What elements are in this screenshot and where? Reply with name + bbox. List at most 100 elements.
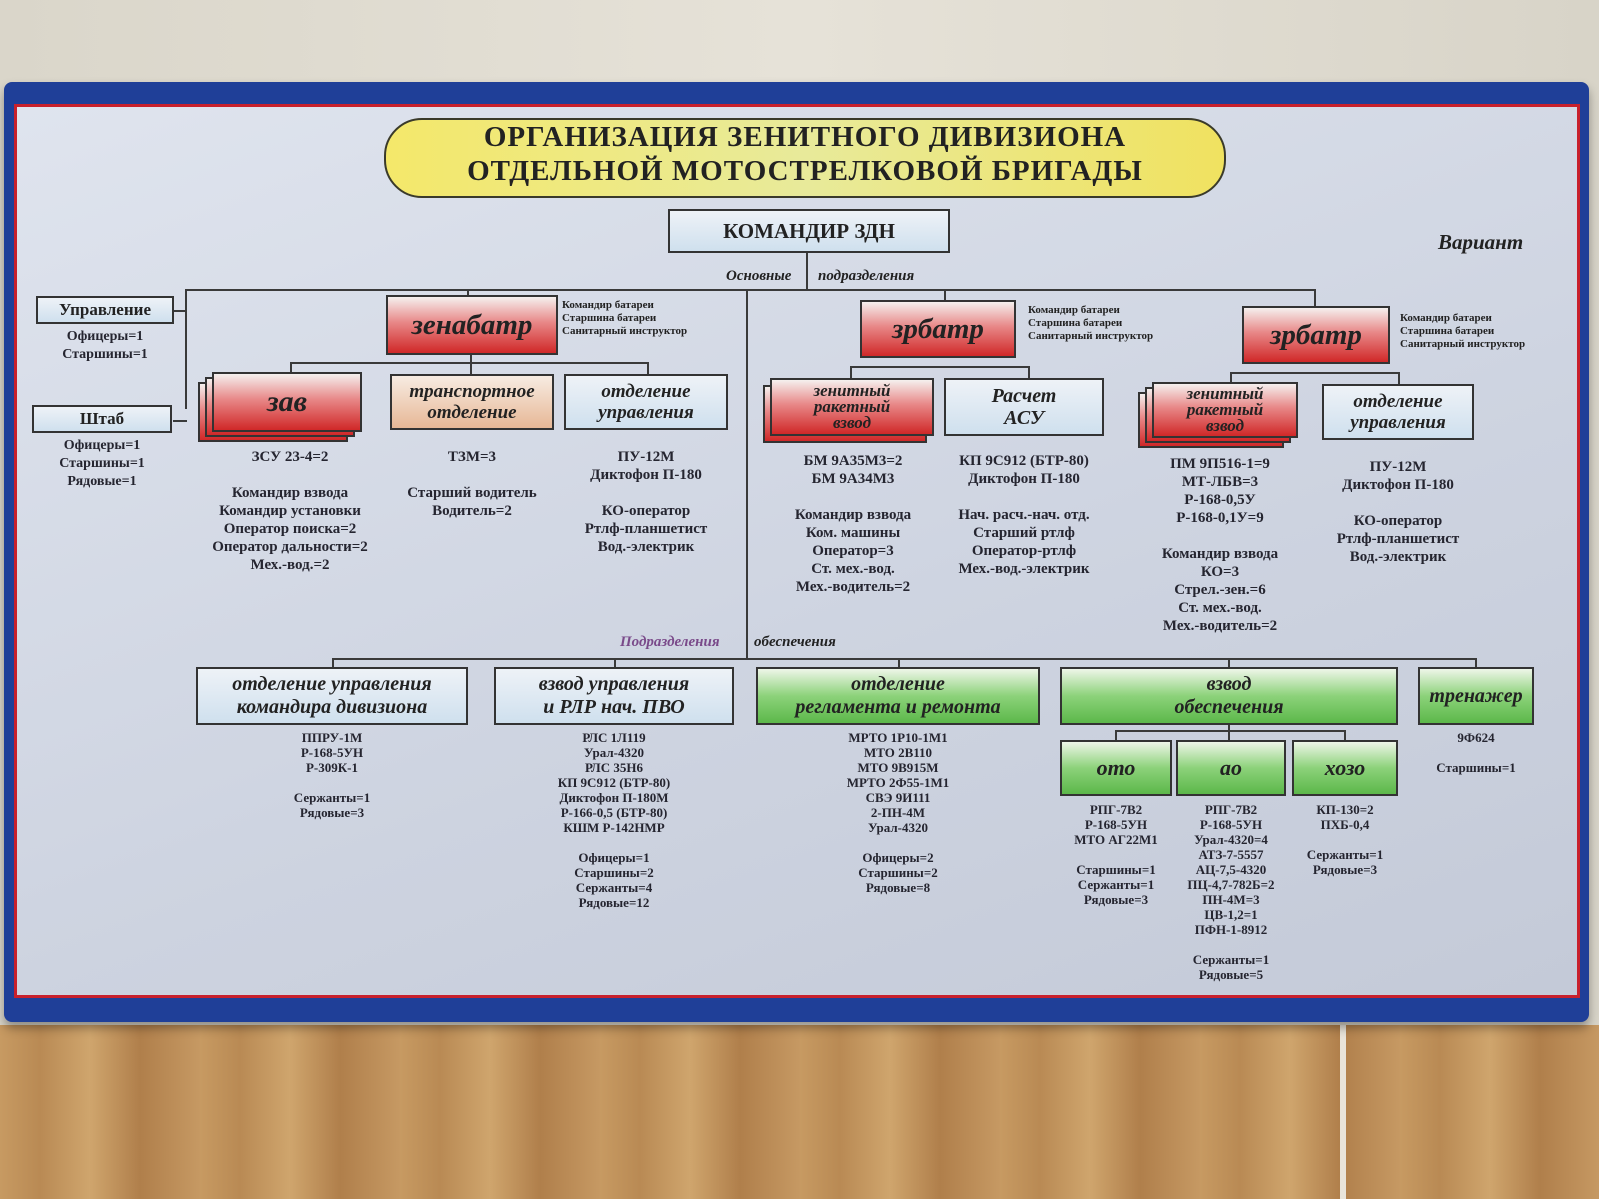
zrbatr2-label: зрбатр: [1270, 318, 1362, 351]
shtab-details: Офицеры=1 Старшины=1 Рядовые=1: [59, 438, 145, 489]
zenabatr-label: зенабатр: [411, 308, 533, 341]
ou-box: отделение управления командира дивизиона: [196, 667, 468, 725]
upravlenie-label: Управление: [58, 300, 151, 319]
hozo-details: КП-130=2 ПХБ-0,4 Сержанты=1 Рядовые=3: [1306, 802, 1384, 877]
connector: [806, 250, 808, 290]
orr-box: отделение регламента и ремонта: [756, 667, 1040, 725]
floor: [0, 1025, 1599, 1199]
connector: [185, 289, 1315, 291]
hozo-label: хозо: [1324, 755, 1366, 780]
zrbatr1-label: зрбатр: [892, 312, 984, 345]
connector: [1230, 372, 1400, 374]
zrbatr1-staff: Командир батареи Старшина батареи Санита…: [1028, 304, 1154, 342]
title-line-1: ОРГАНИЗАЦИЯ ЗЕНИТНОГО ДИВИЗИОНА: [483, 121, 1127, 153]
connector: [1314, 289, 1316, 307]
support-units-label-b: обеспечения: [754, 634, 836, 650]
vu-box: взвод управления и РЛР нач. ПВО: [494, 667, 734, 725]
ao-label: ао: [1220, 755, 1242, 780]
ou-label: отделение управления командира дивизиона: [232, 673, 432, 718]
connector: [173, 420, 187, 422]
commander-box: КОМАНДИР ЗДН: [668, 209, 950, 253]
ao-details: РПГ-7В2 Р-168-5УН Урал-4320=4 АТЗ-7-5557…: [1187, 802, 1275, 982]
connector: [1228, 658, 1230, 668]
vo-label: взвод обеспечения: [1174, 673, 1284, 718]
main-units-label-a: Основные: [726, 268, 792, 284]
connector: [173, 310, 187, 312]
main-units-label-b: подразделения: [818, 268, 915, 284]
vu-label: взвод управления и РЛР нач. ПВО: [538, 673, 690, 718]
connector: [1344, 730, 1346, 740]
oto-details: РПГ-7В2 Р-168-5УН МТО АГ22М1 Старшины=1 …: [1074, 802, 1158, 907]
connector: [185, 289, 187, 409]
orr-label: отделение регламента и ремонта: [795, 673, 1001, 718]
connector: [470, 355, 472, 374]
ao-box: ао: [1176, 740, 1286, 796]
tren-details: 9Ф624 Старшины=1: [1436, 730, 1516, 775]
oto-label: ото: [1096, 755, 1136, 780]
zrv2-label: зенитный ракетный взвод: [1186, 384, 1264, 435]
tren-label: тренажер: [1429, 684, 1523, 707]
orr-details: МРТО 1Р10-1М1 МТО 2В110 МТО 9В915М МРТО …: [846, 730, 950, 895]
connector: [614, 658, 616, 668]
connector: [850, 366, 852, 378]
connector: [290, 362, 292, 374]
transport-box: транспортное отделение: [390, 374, 554, 430]
connector: [1028, 366, 1030, 378]
zrv2-details: ПМ 9П516-1=9 МТ-ЛБВ=3 Р-168-0,5У Р-168-0…: [1161, 456, 1279, 634]
commander-label: КОМАНДИР ЗДН: [723, 218, 895, 243]
zenabatr-staff: Командир батареи Старшина батареи Санита…: [562, 299, 688, 337]
connector: [898, 658, 900, 668]
asu-label: Расчет АСУ: [991, 385, 1057, 429]
zrbatr2-staff: Командир батареи Старшина батареи Санита…: [1400, 312, 1526, 350]
zenabatr-upr-box: отделение управления: [564, 374, 728, 430]
zrbatr2-upr-box: отделение управления: [1322, 384, 1474, 440]
zrbatr2-box: зрбатр: [1242, 306, 1390, 364]
hozo-box: хозо: [1292, 740, 1398, 796]
connector: [332, 658, 1476, 660]
zrv1-details: БМ 9А35М3=2 БМ 9А34М3 Командир взвода Ко…: [794, 453, 912, 595]
connector: [746, 289, 748, 659]
connector: [467, 289, 469, 297]
support-units-label-a: Подразделения: [620, 634, 720, 650]
zrv1-box: зенитный ракетный взвод: [770, 378, 934, 436]
variant-label: Вариант: [1438, 230, 1524, 254]
asu-box: Расчет АСУ: [944, 378, 1104, 436]
connector: [647, 362, 649, 374]
upravlenie-details: Офицеры=1 Старшины=1: [62, 329, 148, 362]
shtab-box: Штаб: [32, 405, 172, 433]
connector: [1115, 730, 1345, 732]
zenabatr-upr-details: ПУ-12М Диктофон П-180 КО-оператор Ртлф-п…: [584, 449, 708, 555]
zav-label: зав: [266, 385, 308, 418]
floor-seam: [1340, 1025, 1346, 1199]
connector: [290, 362, 648, 364]
zrv2-box: зенитный ракетный взвод: [1152, 382, 1298, 438]
asu-details: КП 9С912 (БТР-80) Диктофон П-180 Нач. ра…: [958, 453, 1090, 577]
org-chart-board: [14, 104, 1580, 998]
upravlenie-box: Управление: [36, 296, 174, 324]
oto-box: ото: [1060, 740, 1172, 796]
tren-box: тренажер: [1418, 667, 1534, 725]
shtab-label: Штаб: [79, 409, 125, 428]
connector: [850, 366, 1030, 368]
connector: [1475, 658, 1477, 668]
connector: [944, 289, 946, 301]
connector: [1230, 372, 1232, 384]
vu-details: РЛС 1Л119 Урал-4320 РЛС 35Н6 КП 9С912 (Б…: [557, 730, 671, 910]
zav-details: ЗСУ 23-4=2 Командир взвода Командир уста…: [212, 449, 368, 573]
zrv1-label: зенитный ракетный взвод: [813, 381, 891, 432]
zav-box: зав: [212, 372, 362, 432]
connector: [1115, 730, 1117, 740]
chart-title: ОРГАНИЗАЦИЯ ЗЕНИТНОГО ДИВИЗИОНА ОТДЕЛЬНО…: [384, 118, 1226, 198]
title-line-2: ОТДЕЛЬНОЙ МОТОСТРЕЛКОВОЙ БРИГАДЫ: [467, 155, 1143, 187]
zenabatr-upr-label: отделение управления: [598, 381, 694, 423]
zrbatr1-box: зрбатр: [860, 300, 1016, 358]
zenabatr-box: зенабатр: [386, 295, 558, 355]
connector: [1398, 372, 1400, 384]
connector: [332, 658, 334, 668]
transport-details: ТЗМ=3 Старший водитель Водитель=2: [407, 449, 537, 519]
zrbatr2-upr-label: отделение управления: [1350, 391, 1446, 433]
ou-details: ППРУ-1М Р-168-5УН Р-309К-1 Сержанты=1 Ря…: [293, 730, 371, 820]
transport-label: транспортное отделение: [409, 381, 535, 423]
vo-box: взвод обеспечения: [1060, 667, 1398, 725]
zrbatr2-upr-details: ПУ-12М Диктофон П-180 КО-оператор Ртлф-п…: [1336, 459, 1460, 565]
